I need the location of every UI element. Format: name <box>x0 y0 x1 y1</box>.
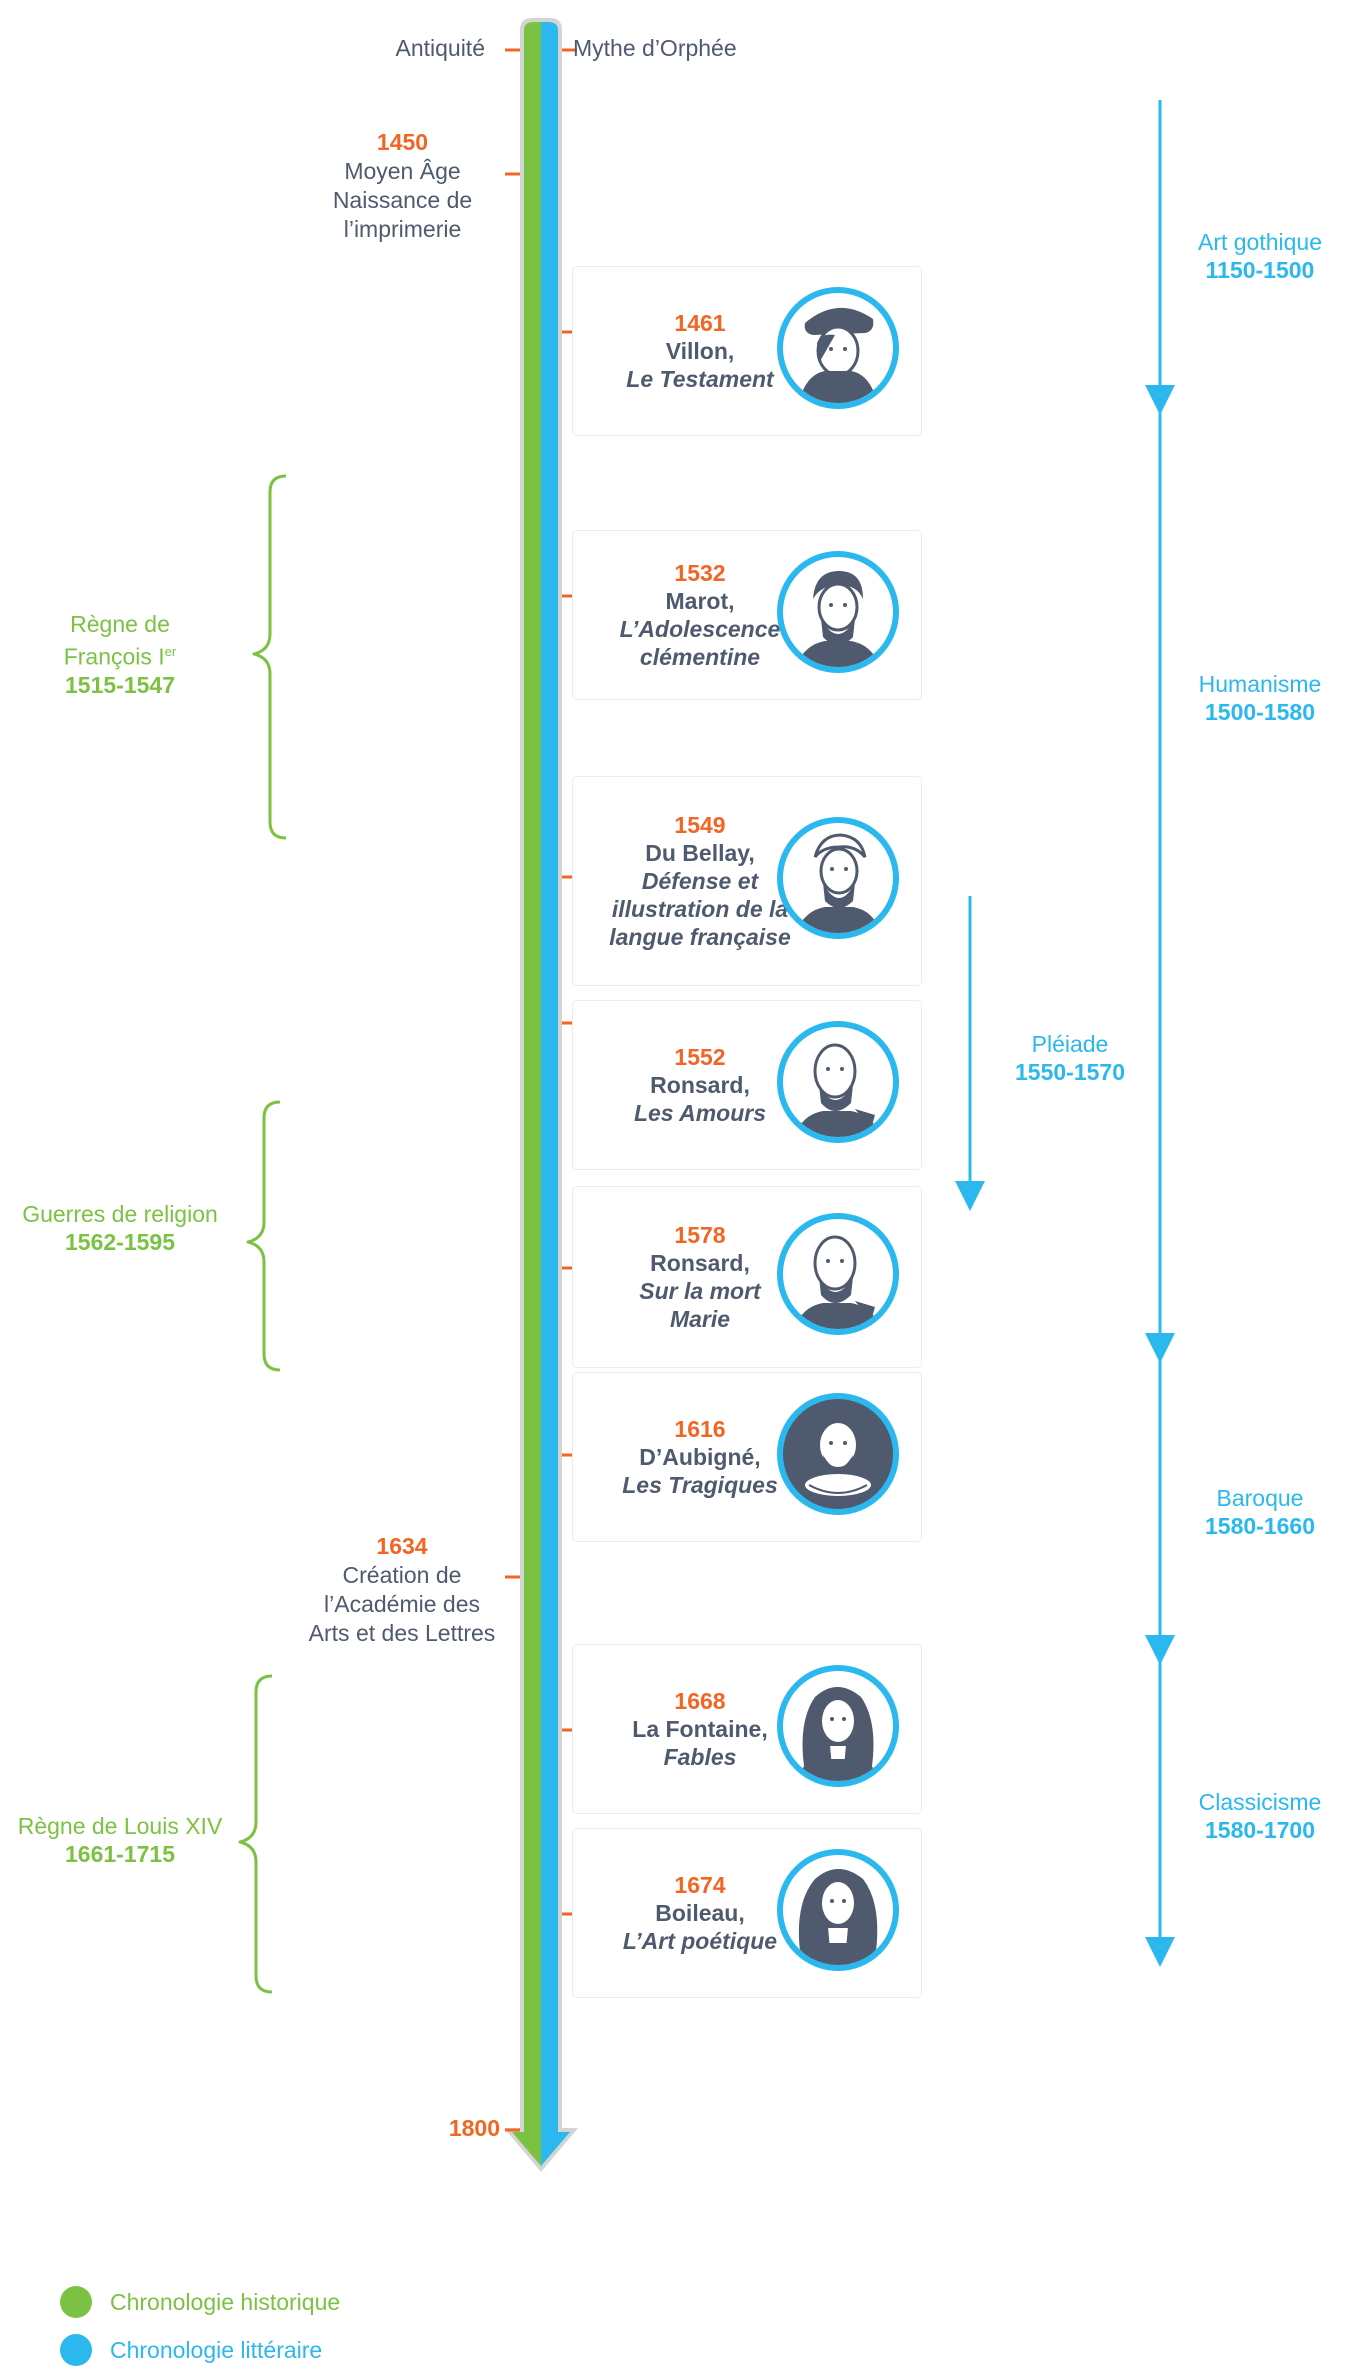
reign-francois: Règne de François Ier 1515-1547 <box>63 611 177 698</box>
la-fontaine-portrait-icon <box>777 1665 899 1787</box>
reign-braces <box>238 474 287 1994</box>
aubigne-portrait-icon <box>777 1393 899 1515</box>
work-card-1552: 1552 Ronsard, Les Amours <box>572 1000 922 1170</box>
work-card-1668: 1668 La Fontaine, Fables <box>572 1644 922 1814</box>
period-humanisme: Humanisme 1500-1580 <box>1198 671 1322 725</box>
du-bellay-portrait-icon <box>777 817 899 939</box>
top-right-label: Mythe d’Orphée <box>573 35 737 61</box>
legend-litteraire: Chronologie littéraire <box>60 2334 322 2366</box>
reign-louis: Règne de Louis XIV 1661-1715 <box>17 1813 223 1867</box>
work-card-1578: 1578 Ronsard, Sur la mort Marie <box>572 1186 922 1368</box>
historique-track <box>512 22 541 2166</box>
reign-guerres: Guerres de religion 1562-1595 <box>22 1201 218 1255</box>
brace-guerres <box>246 1100 281 1372</box>
work-card-1616: 1616 D’Aubigné, Les Tragiques <box>572 1372 922 1542</box>
ronsard-portrait-icon <box>777 1213 899 1335</box>
brace-francois <box>252 474 287 840</box>
work-card-1532: 1532 Marot, L’Adolescence clémentine <box>572 530 922 700</box>
event-1800: 1800 <box>448 2115 500 2141</box>
period-art-gothique: Art gothique 1150-1500 <box>1197 229 1323 283</box>
period-pleiade: Pléiade 1550-1570 <box>1015 1031 1125 1085</box>
marot-portrait-icon <box>777 551 899 673</box>
period-arrows <box>955 100 1175 1967</box>
event-1450: 1450 Moyen Âge Naissance de l’imprimerie <box>332 129 473 242</box>
legend-dot-litteraire <box>60 2334 92 2366</box>
boileau-portrait-icon <box>777 1849 899 1971</box>
event-1634: 1634 Création de l’Académie des Arts et … <box>308 1533 496 1646</box>
work-card-1549: 1549 Du Bellay, Défense et illustration … <box>572 776 922 986</box>
villon-portrait-icon <box>777 287 899 409</box>
legend-dot-historique <box>60 2286 92 2318</box>
main-timeline-arrow <box>504 18 578 2172</box>
period-classicisme: Classicisme 1580-1700 <box>1198 1789 1322 1843</box>
legend-historique: Chronologie historique <box>60 2286 340 2318</box>
period-baroque: Baroque 1580-1660 <box>1205 1485 1315 1539</box>
work-card-1461: 1461 Villon, Le Testament <box>572 266 922 436</box>
work-card-1674: 1674 Boileau, L’Art poétique <box>572 1828 922 1998</box>
litteraire-track <box>541 22 570 2166</box>
ronsard-portrait-icon <box>777 1021 899 1143</box>
top-left-label: Antiquité <box>395 35 485 61</box>
brace-louis <box>238 1674 273 1994</box>
